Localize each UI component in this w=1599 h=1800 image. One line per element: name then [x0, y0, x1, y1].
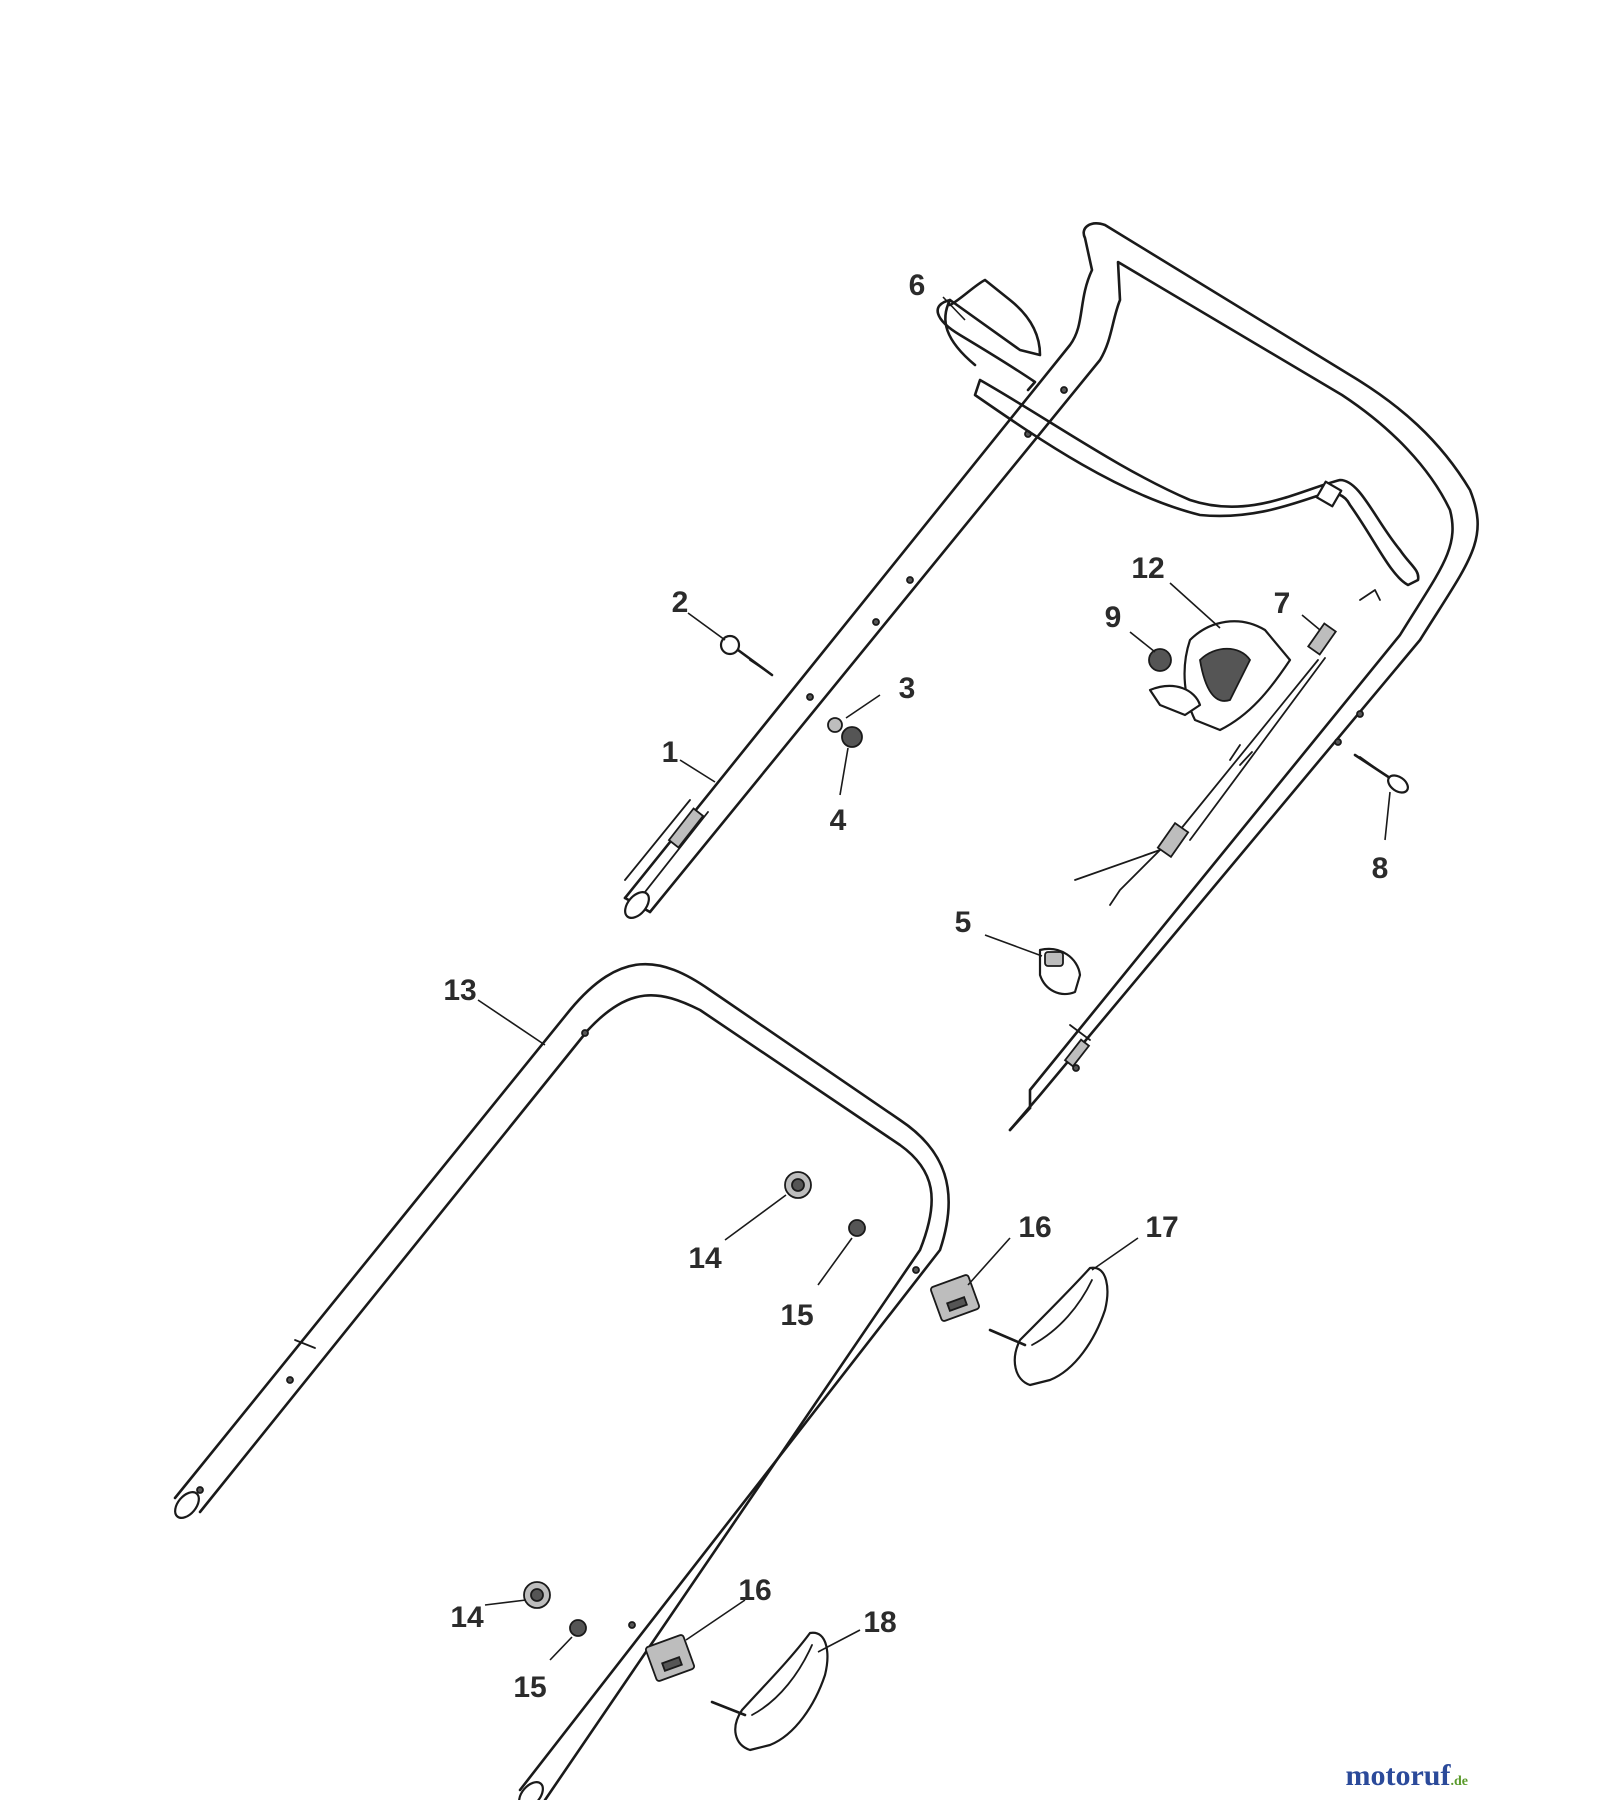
lower-handle [173, 962, 950, 1800]
callout-labels: 1 2 3 4 5 6 7 8 9 12 13 14 15 16 17 14 1… [443, 269, 1388, 1704]
leader-lines [477, 296, 1391, 1661]
spacer-part-lower [644, 1634, 696, 1682]
knob-nut-part-lower [569, 1619, 587, 1637]
cable-clip-part [1038, 947, 1082, 996]
callout-15-upper: 15 [780, 1299, 813, 1332]
callout-7: 7 [1274, 587, 1291, 620]
callout-17: 17 [1145, 1211, 1178, 1244]
release-lever-part-18 [710, 1631, 829, 1752]
spacer-part-upper [929, 1274, 981, 1322]
callout-6: 6 [909, 269, 926, 302]
bail-lever [936, 278, 1420, 587]
callout-16-upper: 16 [1018, 1211, 1051, 1244]
callout-16-lower: 16 [738, 1574, 771, 1607]
callout-9: 9 [1105, 601, 1122, 634]
throttle-cable-part [1074, 589, 1381, 906]
watermark-suffix: .de [1451, 1774, 1469, 1789]
knob-washer-inner-upper [791, 1178, 805, 1192]
nut-part [841, 726, 863, 748]
callout-8: 8 [1372, 852, 1389, 885]
callout-5: 5 [955, 906, 972, 939]
callout-18: 18 [863, 1606, 896, 1639]
washer-part [827, 717, 843, 733]
callout-2: 2 [672, 586, 689, 619]
eye-bolt-part [719, 634, 774, 677]
callout-15-lower: 15 [513, 1671, 546, 1704]
release-lever-part-17 [988, 1266, 1109, 1387]
svg-text:motoruf.de: motoruf.de [1346, 1759, 1468, 1792]
nut-part-9 [1148, 648, 1172, 672]
callout-4: 4 [830, 804, 847, 837]
callout-12: 12 [1131, 552, 1164, 585]
callout-14-upper: 14 [688, 1242, 722, 1275]
bolt-part [1353, 753, 1409, 794]
watermark-text: motoruf [1346, 1759, 1452, 1792]
callout-1: 1 [662, 736, 679, 769]
callout-14-lower: 14 [450, 1601, 484, 1634]
knob-washer-inner-lower [530, 1588, 544, 1602]
callout-3: 3 [899, 672, 916, 705]
throttle-control-part [1148, 620, 1292, 732]
callout-13: 13 [443, 974, 476, 1007]
knob-nut-part-upper [848, 1219, 866, 1237]
watermark-logo: motoruf.de [1346, 1759, 1468, 1792]
upper-handle [623, 222, 1479, 1132]
